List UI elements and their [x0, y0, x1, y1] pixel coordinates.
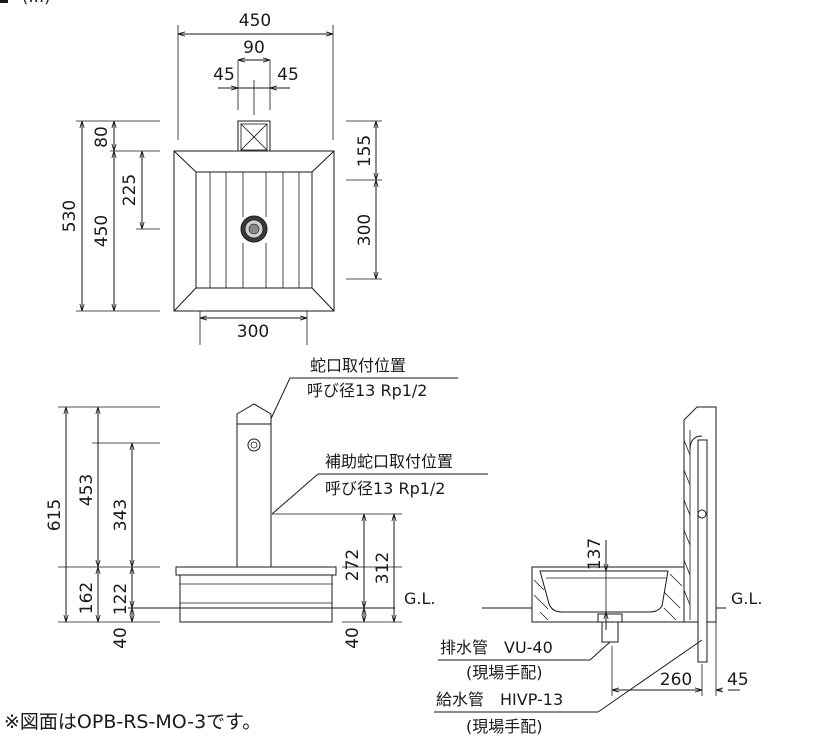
- dim-right-top: 155: [355, 135, 375, 167]
- side-drain-pipe: [597, 613, 623, 643]
- plan-view: 450 90 45 45: [60, 11, 382, 345]
- faucet-spec: 呼び径13 Rp1/2: [307, 381, 427, 400]
- dim-total-depth: 530: [60, 200, 80, 232]
- side-basin: [531, 566, 685, 623]
- dim-rim-height: 122: [111, 583, 131, 615]
- supply-label: 給水管 HIVP-13: [436, 690, 563, 709]
- dim-basin-depth: 137: [585, 538, 605, 570]
- spout-box: [237, 120, 271, 154]
- drain-label: 排水管 VU-40: [440, 638, 553, 657]
- faucet-title: 蛇口取付位置: [310, 356, 406, 375]
- header-fragment: (…): [0, 0, 50, 6]
- side-view: G.L.: [434, 406, 762, 736]
- drain-note: (現場手配): [466, 663, 543, 682]
- dim-spout-half-right: 45: [277, 65, 299, 85]
- dim-depth-450: 450: [92, 215, 112, 247]
- dim-basin-width: 300: [237, 322, 269, 342]
- dim-below-gl-right: 40: [343, 627, 363, 649]
- aux-title: 補助蛇口取付位置: [325, 452, 453, 471]
- side-post: [683, 406, 717, 663]
- dim-supply-gap: 45: [727, 670, 749, 690]
- dim-rim-to-aux: 312: [373, 552, 393, 584]
- dim-base-height: 162: [77, 582, 97, 614]
- dim-drain-offset: 225: [120, 174, 140, 206]
- front-view: 蛇口取付位置 呼び径13 Rp1/2 補助蛇口取付位置 呼び径13 Rp1/2 …: [45, 356, 488, 649]
- drain-icon: [240, 215, 268, 243]
- dim-spout-width: 90: [243, 38, 265, 58]
- dim-post-above-basin: 453: [77, 474, 97, 506]
- dim-below-gl-left: 40: [111, 627, 131, 649]
- dim-spout-half-left: 45: [213, 65, 235, 85]
- aux-spec: 呼び径13 Rp1/2: [325, 479, 445, 498]
- header-fragment-text: (…): [22, 0, 50, 6]
- side-gl-label: G.L.: [731, 589, 762, 608]
- dim-aux-height: 343: [111, 499, 131, 531]
- dim-supply-offset: 260: [660, 670, 692, 690]
- front-basin: [175, 566, 337, 623]
- dim-total-height: 615: [45, 499, 65, 531]
- dim-total-width: 450: [239, 11, 271, 31]
- front-gl-label: G.L.: [404, 589, 435, 608]
- dim-gl-to-aux: 272: [343, 549, 363, 581]
- dim-spout-depth: 80: [92, 126, 112, 148]
- front-post: [236, 403, 272, 568]
- footnote: ※図面はOPB-RS-MO-3です。: [4, 711, 261, 733]
- supply-note: (現場手配): [466, 717, 543, 736]
- dim-right-basin: 300: [355, 214, 375, 246]
